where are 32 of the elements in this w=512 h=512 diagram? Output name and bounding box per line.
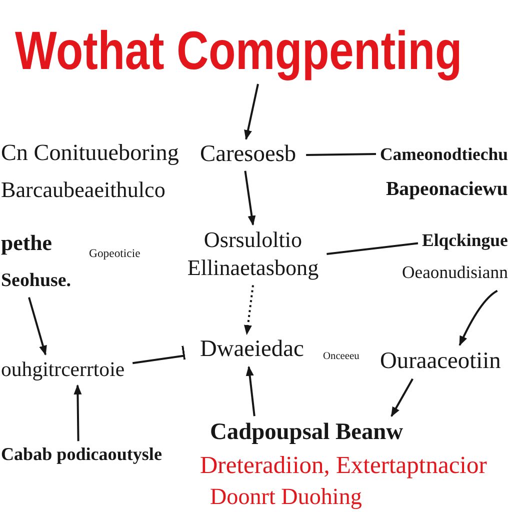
node-text: Seohuse. (1, 270, 71, 292)
node-text: Cameonodtiechu (380, 145, 508, 165)
node-text: Oeaonudisiann (402, 263, 508, 283)
arrow (28, 297, 47, 356)
small-label: Onceeeu (323, 351, 360, 363)
arrow (74, 384, 82, 442)
note-text: Dreteradiion, Extertaptnacior (200, 452, 487, 480)
node-text: Cabab podicaoutysle (1, 445, 162, 465)
label-text: pethe (1, 230, 52, 256)
connector-line (326, 242, 418, 255)
title: Wothat Comgpenting (15, 22, 462, 82)
node-text: Ellinaetasbong (187, 256, 319, 280)
arrow (458, 290, 498, 346)
arrow (244, 84, 259, 140)
arrow (390, 378, 414, 417)
arrow (246, 366, 256, 416)
small-label: Gopeoticie (89, 248, 140, 260)
connector-line (306, 153, 376, 156)
node-text: Cadpoupsal Beanw (210, 420, 404, 446)
node-text: ouhgitrcerrtoie (1, 358, 125, 382)
node-text: Caresoesb (200, 142, 296, 168)
node-heading: Osrsuloltio (204, 228, 302, 252)
note-text: Doonrt Duohing (210, 484, 362, 510)
node-text: Dwaeiedac (200, 337, 304, 363)
label-text: Cn Conituueboring (1, 141, 179, 167)
label-text: Bapeonaciewu (386, 179, 508, 201)
node-text: Ouraaceotiin (380, 349, 501, 375)
node-text: Elqckingue (422, 231, 508, 251)
label-text: Barcaubeaeithulco (1, 178, 166, 202)
bar-end-line (132, 346, 186, 364)
arrow (244, 170, 256, 226)
dashed-arrow (244, 285, 254, 336)
